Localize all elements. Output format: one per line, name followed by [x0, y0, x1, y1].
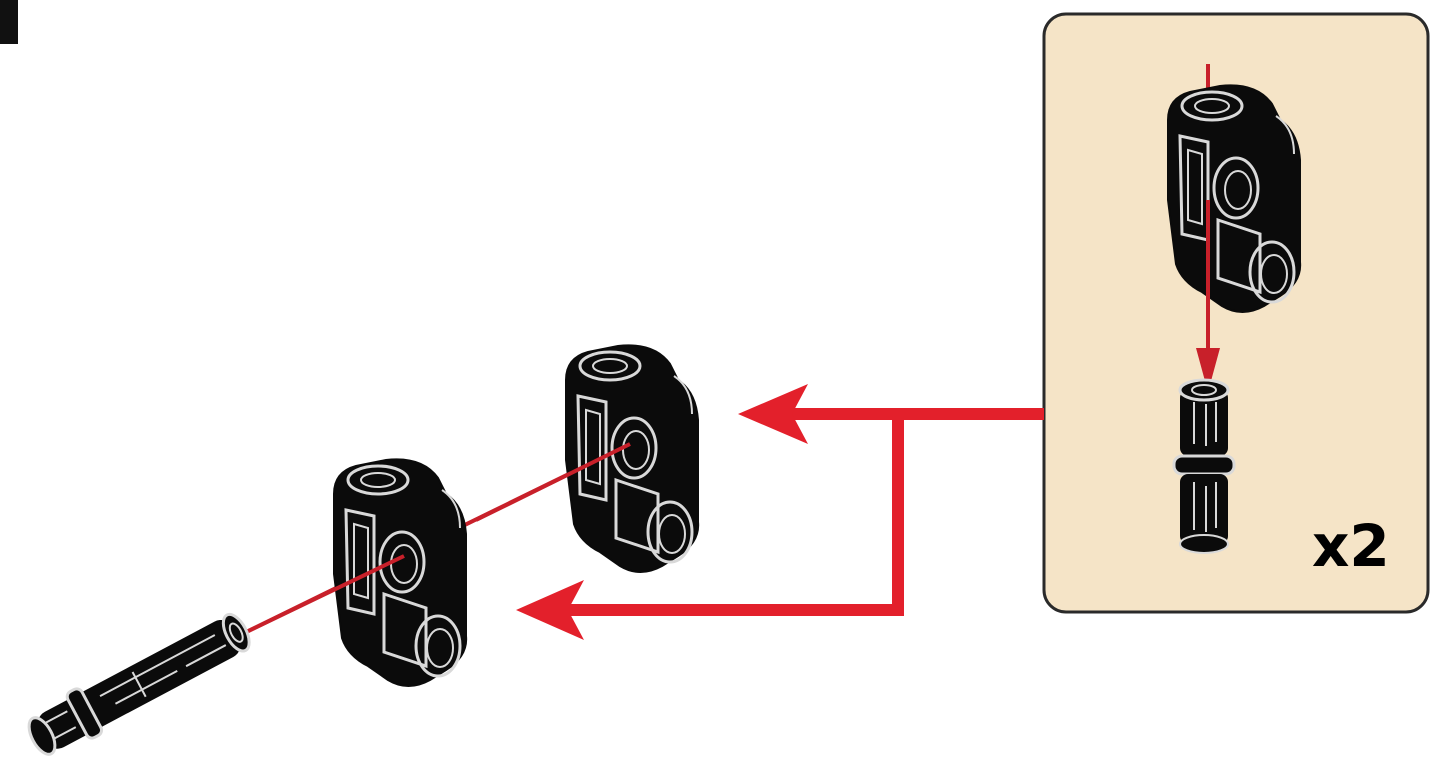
callout-connector-icon — [1166, 83, 1302, 314]
connector-back-icon — [564, 343, 700, 574]
long-pin-icon — [19, 603, 259, 758]
quantity-label: x2 — [1312, 512, 1390, 580]
step-marker — [0, 0, 18, 44]
assembly-guide-line-back — [475, 442, 631, 522]
connector-front-icon — [332, 457, 468, 688]
upper-arrowhead — [738, 384, 808, 444]
lower-arrowhead — [516, 580, 584, 640]
placement-arrows — [516, 384, 1044, 640]
assembly-guide-line-front — [237, 554, 405, 638]
callout-guide-arrowhead — [1196, 348, 1220, 392]
callout-pin-icon — [1172, 378, 1236, 555]
callout-box — [1042, 12, 1430, 614]
callout-panel: x2 — [1042, 12, 1430, 614]
